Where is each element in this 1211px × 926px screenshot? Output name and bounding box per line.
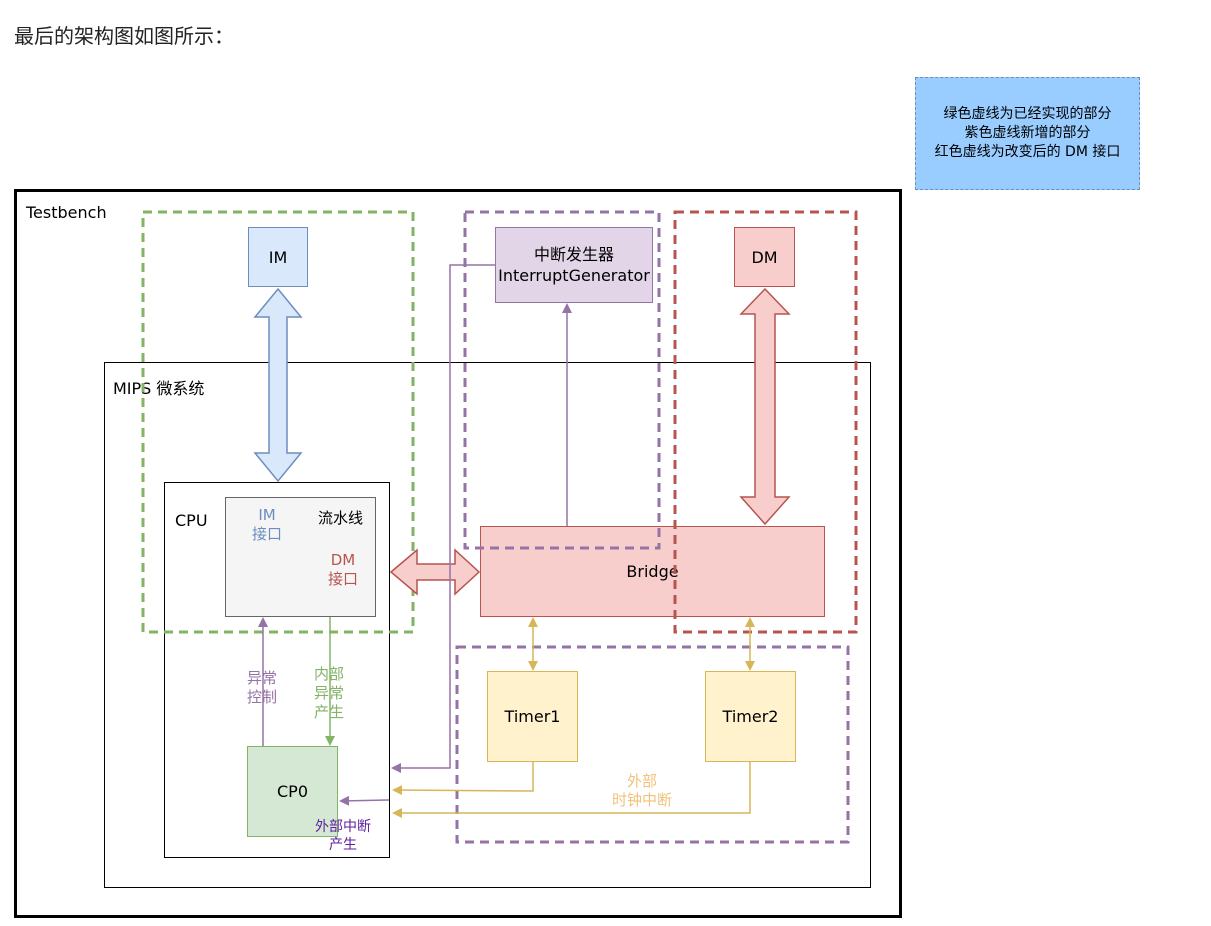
external-interrupt-line — [339, 795, 390, 806]
cpu-bridge-arrow — [389, 548, 481, 596]
testbench-container — [14, 189, 902, 918]
im-block: IM — [248, 227, 308, 287]
mips-container — [104, 362, 871, 888]
internal-exception-label: 内部 异常 产生 — [314, 665, 345, 721]
red-dashed-region — [673, 210, 858, 634]
im-bus-arrow — [253, 287, 303, 483]
cp0-block: CP0 — [247, 746, 338, 837]
legend-note: 绿色虚线为已经实现的部分 紫色虚线新增的部分 红色虚线为改变后的 DM 接口 — [915, 77, 1140, 190]
timer1-block: Timer1 — [487, 671, 578, 762]
testbench-label: Testbench — [26, 203, 107, 222]
dm-interface-label: DM 接口 — [328, 551, 359, 588]
green-dashed-region — [141, 210, 415, 634]
pipeline-title: 流水线 — [318, 509, 364, 527]
purple-dashed-region-top — [463, 210, 661, 550]
im-interface-label: IM 接口 — [252, 506, 283, 543]
timer2-interrupt-line — [392, 762, 751, 818]
timer2-block: Timer2 — [705, 671, 796, 762]
dm-block: DM — [734, 227, 795, 287]
legend-line-red: 红色虚线为改变后的 DM 接口 — [934, 144, 1121, 160]
legend-line-purple: 紫色虚线新增的部分 — [964, 125, 1091, 141]
cpu-container — [164, 482, 390, 858]
exception-control-label: 异常 控制 — [247, 669, 278, 706]
bridge-block: Bridge — [480, 526, 825, 617]
pipeline-box — [225, 497, 376, 617]
page-heading: 最后的架构图如图所示： — [14, 24, 234, 48]
mips-label: MIPS 微系统 — [113, 379, 205, 398]
external-interrupt-label: 外部中断 产生 — [315, 819, 371, 853]
cpu-label: CPU — [175, 511, 208, 530]
dm-bus-arrow — [739, 287, 791, 526]
intgen-to-cpu-line — [391, 264, 495, 773]
timer1-interrupt-line — [392, 762, 534, 796]
purple-dashed-region-bottom — [455, 645, 850, 844]
interrupt-generator-block: 中断发生器 InterruptGenerator — [495, 227, 653, 303]
legend-line-green: 绿色虚线为已经实现的部分 — [943, 106, 1112, 122]
external-clock-interrupt-label: 外部 时钟中断 — [612, 772, 673, 809]
